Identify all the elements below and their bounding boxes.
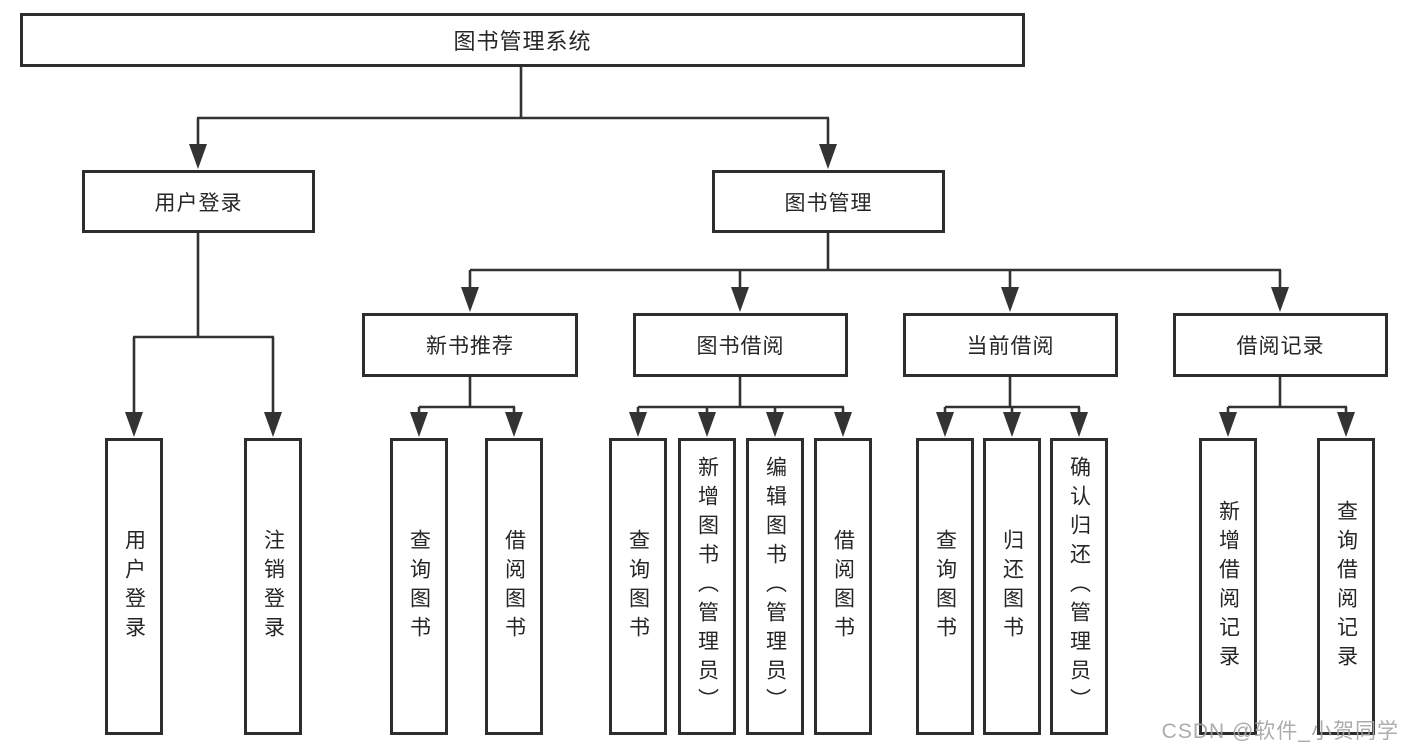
node-library-management-system: 图书管理系统 <box>20 13 1025 67</box>
node-leaf-add-books-admin: 新增图书（管理员） <box>678 438 736 735</box>
node-label: 用户登录 <box>154 191 243 215</box>
node-borrowing-records: 借阅记录 <box>1173 313 1388 377</box>
node-leaf-return-books: 归还图书 <box>983 438 1041 735</box>
node-label: 图书管理 <box>784 191 873 215</box>
node-label: 图书管理系统 <box>453 29 592 54</box>
node-leaf-query-borrow-record: 查询借阅记录 <box>1317 438 1375 735</box>
node-leaf-add-borrow-record: 新增借阅记录 <box>1199 438 1257 735</box>
csdn-watermark: CSDN @软件_小贺同学 <box>1161 720 1399 743</box>
node-label: 查询借阅记录 <box>1334 499 1358 674</box>
node-label: 借阅图书 <box>831 528 855 645</box>
node-leaf-query-books-1: 查询图书 <box>390 438 448 735</box>
node-new-book-recommend: 新书推荐 <box>362 313 578 377</box>
node-label: 查询图书 <box>626 528 650 645</box>
node-leaf-borrow-books-2: 借阅图书 <box>814 438 872 735</box>
node-book-borrowing: 图书借阅 <box>633 313 848 377</box>
node-label: 当前借阅 <box>966 335 1055 358</box>
node-label: 图书借阅 <box>696 335 785 358</box>
node-label: 新增借阅记录 <box>1216 499 1240 674</box>
node-leaf-user-login: 用户登录 <box>105 438 163 735</box>
node-label: 用户登录 <box>122 528 146 645</box>
node-label: 借阅图书 <box>502 528 526 645</box>
node-user-login-module: 用户登录 <box>82 170 315 233</box>
node-leaf-query-books-3: 查询图书 <box>916 438 974 735</box>
node-leaf-logout: 注销登录 <box>244 438 302 735</box>
node-leaf-borrow-books-1: 借阅图书 <box>485 438 543 735</box>
node-leaf-confirm-return-admin: 确认归还（管理员） <box>1050 438 1108 735</box>
node-label: 查询图书 <box>407 528 431 645</box>
node-label: 注销登录 <box>261 528 285 645</box>
node-current-borrowing: 当前借阅 <box>903 313 1118 377</box>
node-leaf-edit-books-admin: 编辑图书（管理员） <box>746 438 804 735</box>
node-label: 归还图书 <box>1000 528 1024 645</box>
node-label: 新增图书（管理员） <box>695 456 719 717</box>
node-label: 编辑图书（管理员） <box>763 456 787 717</box>
node-book-management-module: 图书管理 <box>712 170 945 233</box>
node-label: 新书推荐 <box>426 335 514 358</box>
node-leaf-query-books-2: 查询图书 <box>609 438 667 735</box>
node-label: 借阅记录 <box>1236 335 1325 358</box>
node-label: 确认归还（管理员） <box>1067 456 1091 717</box>
arrowhead-icons <box>125 144 1355 437</box>
node-label: 查询图书 <box>933 528 957 645</box>
